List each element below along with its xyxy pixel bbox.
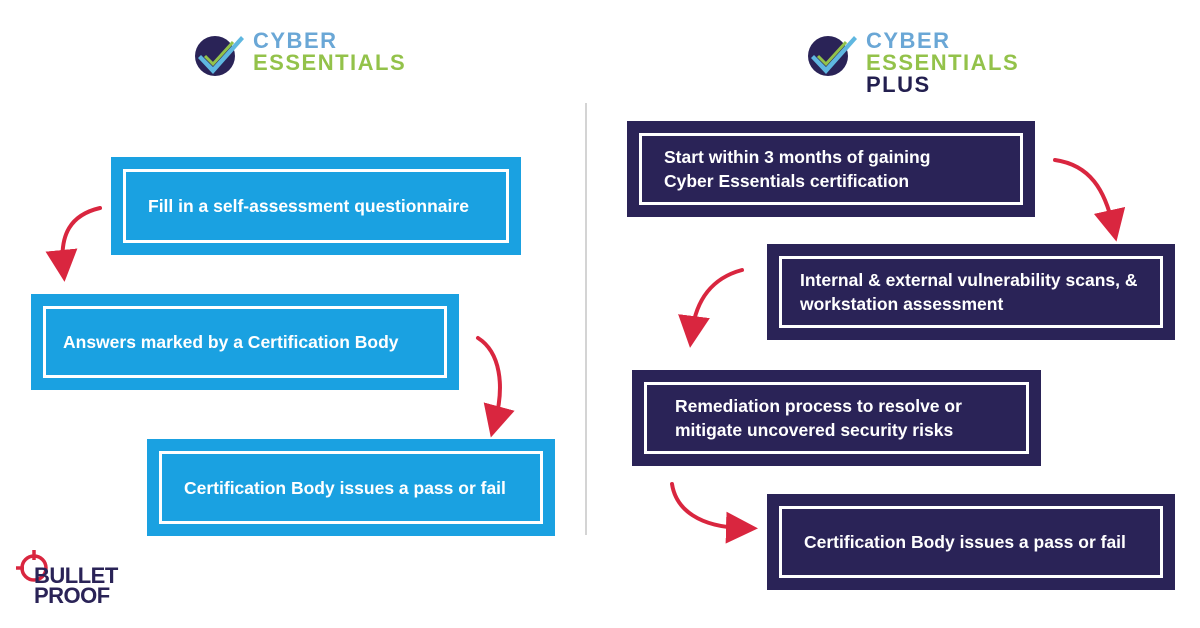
step-box-start-within: Start within 3 months of gaining Cyber E… — [627, 121, 1035, 217]
arrow-step2-to-step3 — [476, 336, 515, 438]
arrow-step1-to-step2 — [45, 206, 102, 282]
checkmark-shield-icon — [808, 36, 857, 76]
cyber-essentials-logo: CYBER ESSENTIALS — [193, 30, 406, 82]
column-divider — [585, 103, 587, 535]
step-box-self-assessment: Fill in a self-assessment questionnaire — [111, 157, 521, 255]
step-label: Certification Body issues a pass or fail — [779, 506, 1163, 578]
arrow-plus-step1-to-step2 — [1053, 158, 1126, 242]
step-label: Remediation process to resolve or mitiga… — [644, 382, 1029, 454]
logo-word-essentials: ESSENTIALS — [253, 50, 407, 75]
logo-word-essentials: ESSENTIALS — [866, 50, 1020, 75]
checkmark-shield-icon — [195, 36, 244, 76]
step-label: Answers marked by a Certification Body — [43, 306, 447, 378]
step-label: Start within 3 months of gaining Cyber E… — [639, 133, 1023, 205]
logo-word-plus: PLUS — [866, 72, 931, 97]
brand-word-proof: PROOF — [34, 583, 110, 608]
step-box-answers-marked: Answers marked by a Certification Body — [31, 294, 459, 390]
step-box-remediation: Remediation process to resolve or mitiga… — [632, 370, 1041, 466]
brand-word-bullet: BULLET — [34, 563, 118, 588]
step-label: Internal & external vulnerability scans,… — [779, 256, 1163, 328]
step-box-vulnerability-scans: Internal & external vulnerability scans,… — [767, 244, 1175, 340]
cyber-essentials-plus-logo: CYBER ESSENTIALS PLUS — [806, 30, 1019, 96]
arrow-plus-step2-to-step3 — [678, 268, 744, 348]
brand-wordmark: BULLET PROOF — [34, 563, 118, 608]
logo-word-cyber: CYBER — [866, 28, 951, 53]
logo-word-cyber: CYBER — [253, 28, 338, 53]
step-label: Certification Body issues a pass or fail — [159, 451, 543, 524]
step-label: Fill in a self-assessment questionnaire — [123, 169, 509, 243]
crosshair-icon — [16, 550, 48, 582]
arrow-plus-step3-to-step4 — [670, 482, 758, 544]
step-box-pass-or-fail-plus: Certification Body issues a pass or fail — [767, 494, 1175, 590]
step-box-pass-or-fail: Certification Body issues a pass or fail — [147, 439, 555, 536]
